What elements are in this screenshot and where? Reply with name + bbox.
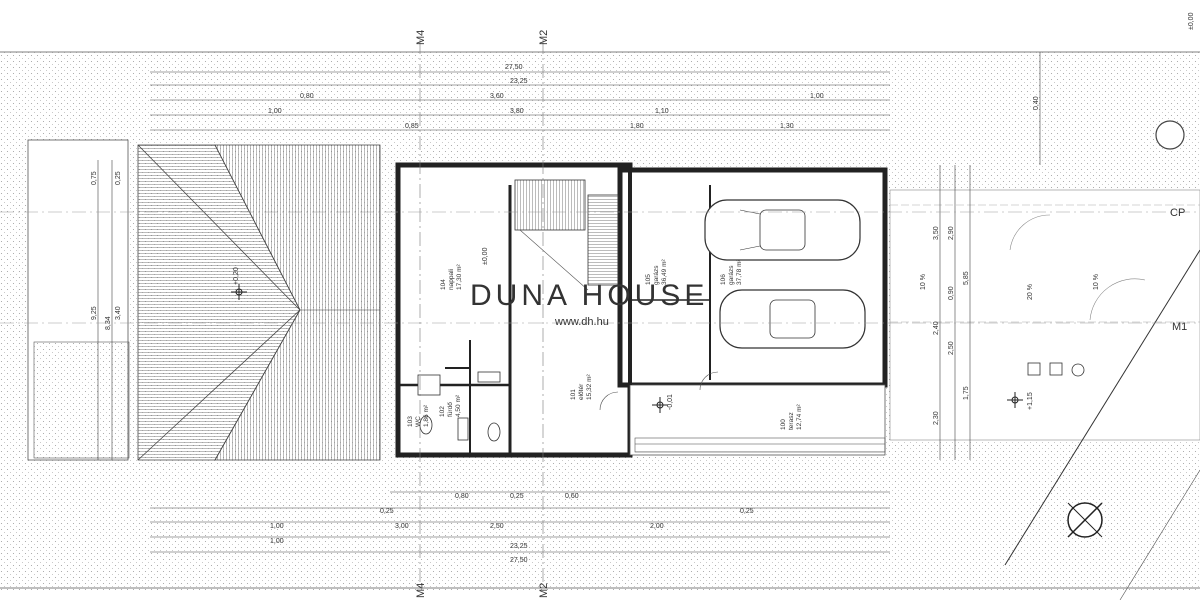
- car-top: [704, 199, 861, 261]
- dim-left-4: 0,25: [115, 171, 122, 185]
- svg-text:37,78 m²: 37,78 m²: [736, 259, 743, 285]
- svg-text:előtér: előtér: [578, 383, 585, 400]
- section-marker-cp: CP: [1170, 207, 1185, 219]
- svg-text:102: 102: [439, 406, 446, 417]
- dim-top-4: 3,80: [510, 108, 524, 115]
- dim-bottom-2: 0,60: [565, 493, 579, 500]
- dim-top-8: 1,30: [780, 123, 794, 130]
- section-marker-m2-top: M2: [538, 30, 550, 45]
- dim-right-2: 2,40: [933, 321, 940, 335]
- dim-top-5: 1,10: [655, 108, 669, 115]
- watermark-brand: DUNA HOUSE: [470, 279, 708, 312]
- dim-right-6: 2,30: [933, 411, 940, 425]
- svg-text:4,50 m²: 4,50 m²: [455, 394, 462, 417]
- dimension-lines-top: [150, 71, 890, 131]
- svg-text:garázs: garázs: [728, 265, 735, 285]
- dim-right-4: 5,85: [963, 271, 970, 285]
- dim-bottom-9: 1,00: [270, 538, 284, 545]
- svg-text:garázs: garázs: [653, 265, 660, 285]
- dim-top-6: 0,85: [405, 123, 419, 130]
- slope-label-1: 10 %: [920, 274, 927, 290]
- section-marker-m4-bottom: M4: [415, 583, 427, 598]
- room-101: 101 előtér 15,32 m²: [570, 374, 593, 400]
- room-105: 105 garázs 36,49 m²: [645, 259, 668, 285]
- dim-top-1: 3,60: [490, 93, 504, 100]
- svg-text:WC: WC: [415, 416, 422, 427]
- wc-fixture: [417, 374, 441, 396]
- dim-bottom-7: 2,50: [490, 523, 504, 530]
- utility-meter-3: [1071, 363, 1085, 377]
- dim-top-0: 0,80: [300, 93, 314, 100]
- dim-bottom-4: 0,25: [740, 508, 754, 515]
- svg-text:104: 104: [440, 279, 447, 290]
- dim-bottom-0: 0,80: [455, 493, 469, 500]
- dim-left-0: 0,75: [91, 171, 98, 185]
- svg-text:fürdő: fürdő: [447, 402, 454, 417]
- watermark-url: www.dh.hu: [554, 316, 609, 328]
- north-arrow-icon: [1067, 502, 1103, 538]
- level-label-3: +0,20: [233, 267, 240, 285]
- dim-top-total: 27,50: [505, 64, 523, 71]
- svg-text:terasz: terasz: [788, 412, 795, 430]
- dim-top-7: 1,80: [630, 123, 644, 130]
- elevation-label: ±0,00: [1188, 12, 1195, 30]
- roof-hip-right: [214, 144, 381, 461]
- level-label-4: +1,15: [1027, 392, 1034, 410]
- svg-text:36,49 m²: 36,49 m²: [661, 259, 668, 285]
- staircase: [514, 179, 586, 231]
- room-102: 102 fürdő 4,50 m²: [439, 394, 462, 417]
- svg-text:106: 106: [720, 274, 727, 285]
- section-marker-m4-top: M4: [415, 30, 427, 45]
- slope-label-3: 10 %: [1093, 274, 1100, 290]
- car-bottom: [719, 289, 866, 349]
- svg-text:103: 103: [407, 416, 414, 427]
- room-106: 106 garázs 37,78 m²: [720, 259, 743, 285]
- plot-boundary: [1004, 249, 1200, 566]
- level-label-1: ±0,00: [482, 247, 489, 265]
- dimension-lines-bottom: [150, 491, 890, 553]
- svg-text:105: 105: [645, 274, 652, 285]
- dim-bottom-6: 3,00: [395, 523, 409, 530]
- dim-bottom-8: 2,00: [650, 523, 664, 530]
- dim-right-8: 0,40: [1033, 96, 1040, 110]
- room-103: 103 WC 1,86 m²: [407, 404, 430, 427]
- svg-text:12,74 m²: 12,74 m²: [796, 404, 803, 430]
- dim-right-3: 0,90: [948, 286, 955, 300]
- dim-bottom-3: 0,25: [380, 508, 394, 515]
- dimension-lines-right: [939, 52, 1041, 460]
- dim-left-2: 9,25: [91, 306, 98, 320]
- svg-text:1,86 m²: 1,86 m²: [423, 404, 430, 427]
- dim-top-overall: 23,25: [510, 78, 528, 85]
- svg-text:nappali: nappali: [448, 269, 455, 290]
- dim-left-1: 3,40: [115, 306, 122, 320]
- svg-text:101: 101: [570, 389, 577, 400]
- dim-right-1: 2,90: [948, 226, 955, 240]
- dim-bottom-1: 0,25: [510, 493, 524, 500]
- slope-label-2: 20 %: [1027, 284, 1034, 300]
- utility-meter-2: [1049, 362, 1063, 376]
- room-100: 100 terasz 12,74 m²: [780, 404, 803, 430]
- utility-meter-1: [1027, 362, 1041, 376]
- section-marker-m2-bottom: M2: [538, 583, 550, 598]
- dim-bottom-total: 27,50: [510, 557, 528, 564]
- level-label-2: -0,01: [667, 394, 674, 410]
- dim-right-5: 2,50: [948, 341, 955, 355]
- tree-symbol: [1155, 120, 1185, 150]
- svg-text:17,30 m²: 17,30 m²: [456, 264, 463, 290]
- dim-left-3: 8,34: [105, 316, 112, 330]
- svg-text:100: 100: [780, 419, 787, 430]
- dim-bottom-overall: 23,25: [510, 543, 528, 550]
- dim-right-7: 1,75: [963, 386, 970, 400]
- dim-top-3: 1,00: [268, 108, 282, 115]
- dim-top-2: 1,00: [810, 93, 824, 100]
- room-104: 104 nappali 17,30 m²: [440, 264, 463, 290]
- toilet-fixture-2: [487, 422, 501, 442]
- driveway: [889, 189, 1200, 441]
- section-marker-m1: M1: [1172, 321, 1187, 333]
- dim-right-0: 3,50: [933, 226, 940, 240]
- svg-text:15,32 m²: 15,32 m²: [586, 374, 593, 400]
- dimension-lines-left: [97, 160, 113, 460]
- dim-bottom-5: 1,00: [270, 523, 284, 530]
